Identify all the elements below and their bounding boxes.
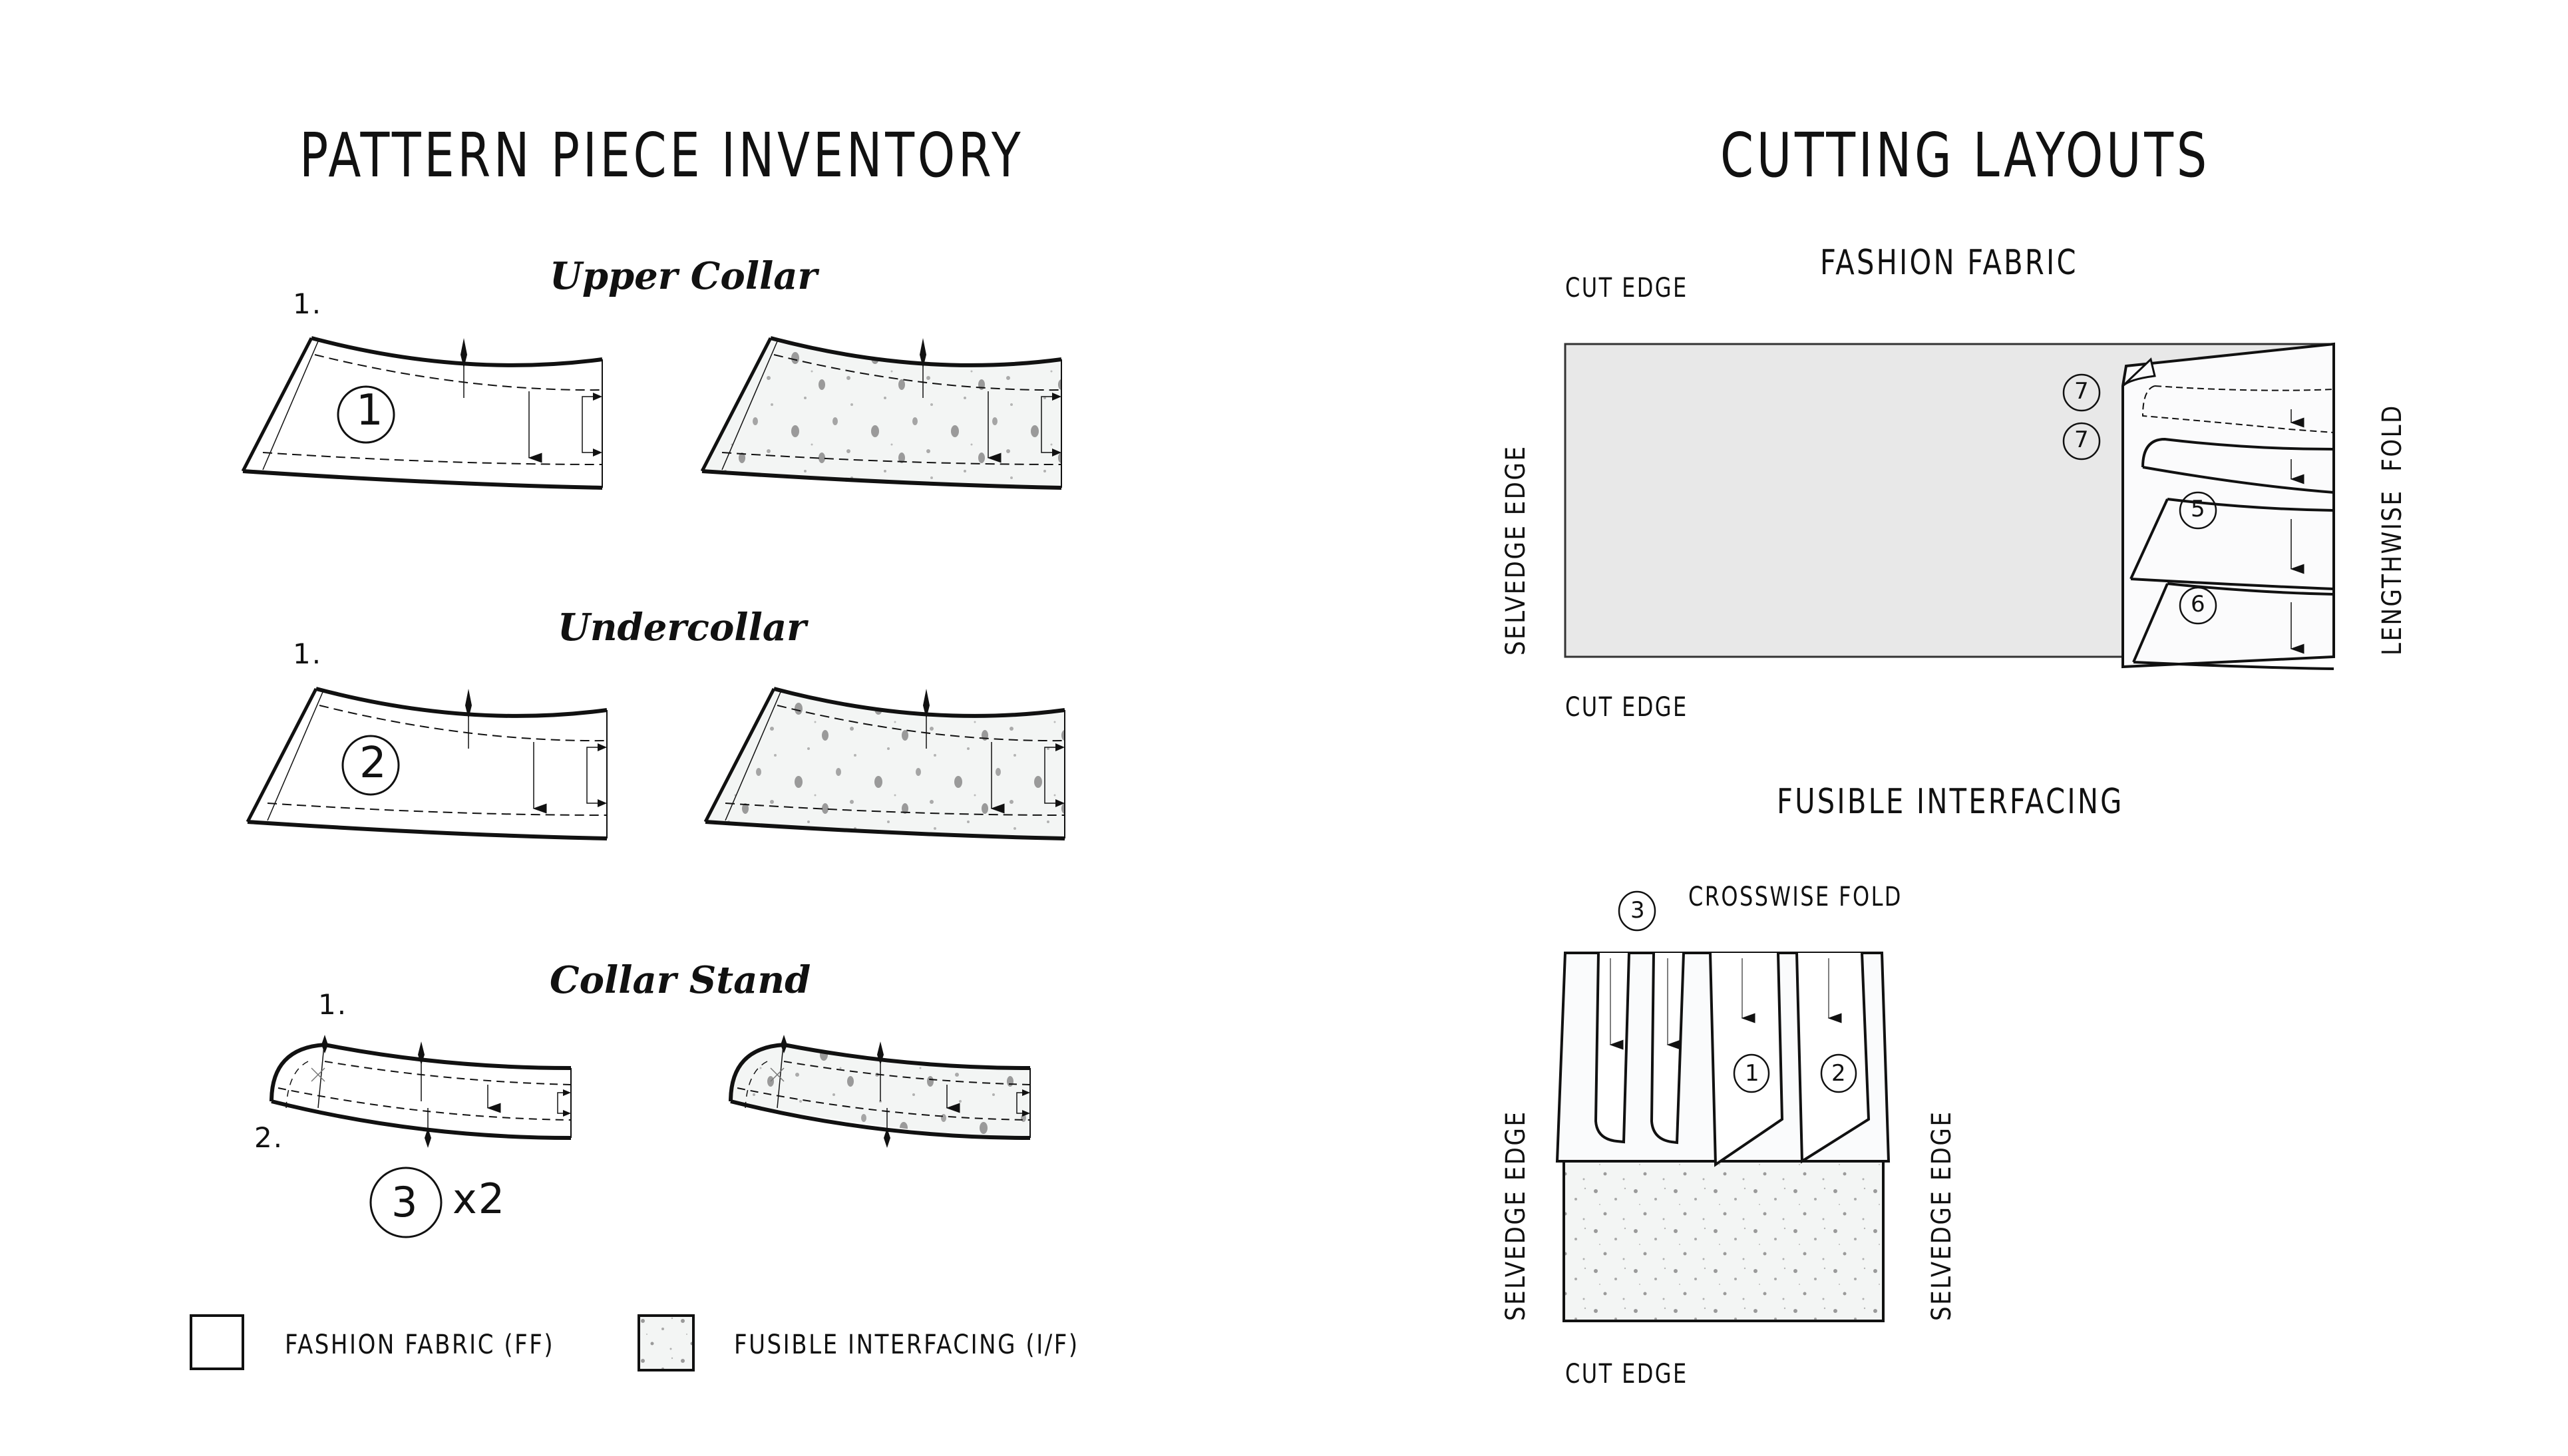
- collar-stand-if-piece: [731, 1035, 1043, 1155]
- layout-piece-number: 5: [2191, 496, 2207, 522]
- fold-piece-circle: [1618, 890, 1656, 932]
- fusible-interfacing-title: FUSIBLE INTERFACING: [1777, 782, 2124, 822]
- selvedge-edge-left-label: SELVEDGE EDGE: [1501, 1110, 1531, 1321]
- piece-quantity: x2: [453, 1175, 506, 1223]
- piece-title-undercollar: Undercollar: [558, 606, 807, 649]
- cut-edge-label: CUT EDGE: [1565, 1359, 1688, 1389]
- piece-title-collar-stand: Collar Stand: [550, 958, 811, 1002]
- inventory-title: PATTERN PIECE INVENTORY: [299, 120, 1024, 191]
- layouts-title: CUTTING LAYOUTS: [1720, 120, 2210, 191]
- selvedge-edge-right-label: SELVEDGE EDGE: [1926, 1110, 1957, 1321]
- interfacing-piece-number: 2: [1831, 1060, 1847, 1087]
- cut-edge-bottom-label: CUT EDGE: [1565, 692, 1688, 723]
- fold-piece-number: 3: [1630, 897, 1646, 924]
- piece-number-1: 1: [356, 386, 385, 435]
- layout-piece-number: 7: [2074, 427, 2090, 453]
- notch-label-1: 1.: [318, 988, 348, 1021]
- undercollar-if-piece: [705, 689, 1078, 848]
- piece-title-upper-collar: Upper Collar: [550, 254, 818, 298]
- collar-stand-ff-piece: [272, 1035, 584, 1155]
- piece-number-2: 2: [359, 739, 388, 788]
- selvedge-edge-label: SELVEDGE EDGE: [1501, 445, 1531, 655]
- lengthwise-fold-label: LENGTHWISE FOLD: [2377, 404, 2408, 655]
- legend-swatch-fashion-fabric: [190, 1314, 244, 1370]
- fusible-interfacing-layout: [1555, 952, 1891, 1322]
- notch-label: 1.: [293, 287, 323, 320]
- layout-piece-number: 7: [2074, 378, 2090, 405]
- piece-number-circle: [337, 385, 395, 444]
- legend-swatch-interfacing: [638, 1314, 695, 1371]
- legend-label-interfacing: FUSIBLE INTERFACING (I/F): [734, 1330, 1079, 1360]
- upper-collar-ff-piece: [243, 338, 616, 498]
- fashion-fabric-title: FASHION FABRIC: [1820, 243, 2078, 283]
- notch-label: 1.: [293, 637, 323, 670]
- legend-label-fashion-fabric: FASHION FABRIC (FF): [285, 1330, 555, 1360]
- layout-piece-number: 6: [2191, 591, 2207, 618]
- notch-label-2: 2.: [254, 1121, 284, 1154]
- cut-edge-top-label: CUT EDGE: [1565, 273, 1688, 303]
- piece-number-3: 3: [391, 1178, 419, 1226]
- undercollar-ff-piece: [248, 689, 620, 848]
- crosswise-fold-label: CROSSWISE FOLD: [1688, 882, 1903, 912]
- interfacing-piece-number: 1: [1745, 1060, 1761, 1087]
- fashion-fabric-layout: [1564, 342, 2335, 670]
- upper-collar-if-piece: [702, 338, 1075, 498]
- piece-number-circle-3: [369, 1167, 443, 1238]
